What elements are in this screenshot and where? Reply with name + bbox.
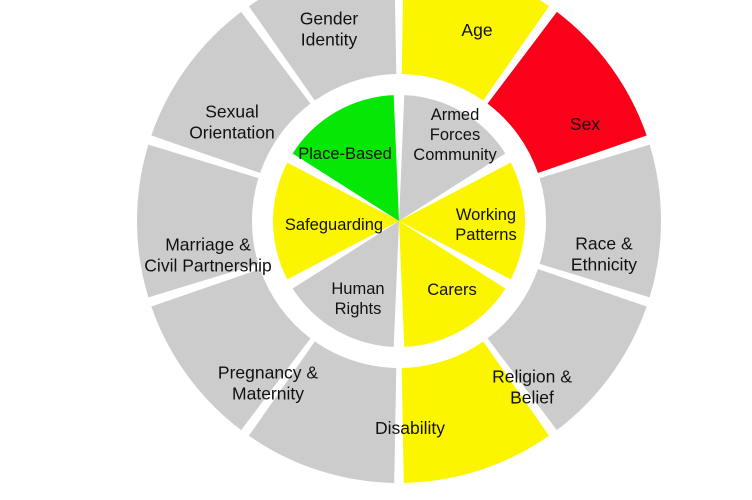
inner-segment-carers[interactable] [399, 221, 506, 347]
label-line: Belief [510, 387, 554, 407]
label-line: Safeguarding [285, 216, 383, 234]
label-line: Carers [427, 281, 477, 299]
outer-ring [136, 0, 662, 483]
label-line: Civil Partnership [144, 255, 271, 275]
outer-segment-religion-belief[interactable] [487, 268, 647, 431]
label-line: Sex [570, 114, 600, 134]
label-sex: Sex [570, 114, 600, 134]
label-line: Marriage & [165, 234, 251, 254]
outer-segment-sex[interactable] [487, 11, 647, 174]
label-age: Age [461, 20, 492, 40]
outer-segment-gender-identity[interactable] [151, 11, 311, 174]
inner-segment-armed-forces-community[interactable] [399, 95, 506, 221]
outer-segment-disability[interactable] [401, 341, 550, 483]
outer-segment-marriage-civil-partnership[interactable] [151, 268, 311, 431]
label-marriage-civil-partnership: Marriage &Civil Partnership [144, 234, 271, 275]
label-line: Race & [575, 233, 633, 253]
label-line: Gender [300, 8, 359, 28]
label-line: Religion & [492, 366, 572, 386]
label-line: Human [331, 280, 384, 298]
label-line: Community [413, 146, 497, 164]
outer-segment-age[interactable] [401, 0, 550, 101]
label-line: Sexual [205, 101, 259, 121]
outer-segment-pregnancy-maternity[interactable] [248, 341, 397, 483]
label-safeguarding: Safeguarding [285, 216, 383, 234]
label-line: Patterns [455, 226, 516, 244]
label-line: Working [456, 206, 516, 224]
outer-segment-race-ethnicity[interactable] [539, 144, 662, 298]
label-line: Orientation [189, 122, 275, 142]
label-line: Forces [430, 126, 480, 144]
label-line: Place-Based [298, 145, 392, 163]
inner-ring [272, 95, 526, 347]
label-race-ethnicity: Race &Ethnicity [571, 233, 637, 274]
outer-segment-outer-unlabelled[interactable] [248, 0, 397, 101]
label-line: Ethnicity [571, 254, 637, 274]
label-carers: Carers [427, 281, 477, 299]
label-religion-belief: Religion &Belief [492, 366, 572, 407]
inner-segment-human-rights[interactable] [292, 221, 399, 347]
inner-segment-place-based[interactable] [292, 95, 399, 221]
label-line: Rights [335, 300, 382, 318]
label-line: Disability [375, 418, 445, 438]
label-line: Pregnancy & [218, 362, 319, 382]
label-line: Identity [301, 29, 358, 49]
outer-segment-sexual-orientation[interactable] [136, 144, 259, 298]
inner-segment-safeguarding[interactable] [272, 162, 399, 280]
label-pregnancy-maternity: Pregnancy &Maternity [218, 362, 319, 403]
label-line: Age [461, 20, 492, 40]
label-disability: Disability [375, 418, 445, 438]
label-line: Maternity [232, 383, 304, 403]
label-line: Armed [431, 106, 480, 124]
inner-segment-working-patterns[interactable] [399, 162, 526, 280]
label-place-based: Place-Based [298, 145, 392, 163]
